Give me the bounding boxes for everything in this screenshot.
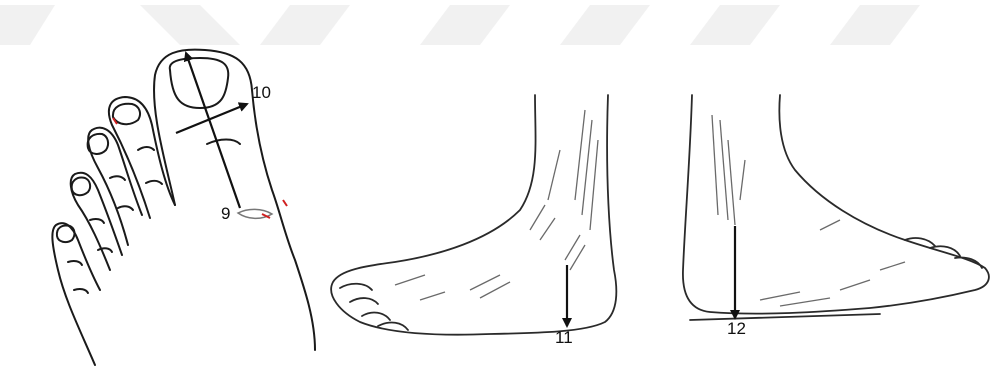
medial-foot-outline (683, 95, 989, 314)
marker-label-10: 10 (252, 84, 271, 101)
lateral-foot-outline (331, 95, 616, 335)
foot-medial-view (683, 95, 989, 320)
marker-label-11: 11 (555, 329, 573, 346)
watermark-stripes (0, 5, 920, 45)
third-toe-nail (88, 134, 108, 154)
little-toe-outline (52, 223, 100, 365)
medial-sketch-shading (712, 115, 905, 306)
big-toe-nail (170, 58, 229, 108)
fourth-toe-nail (72, 178, 90, 196)
marker-label-12: 12 (727, 320, 746, 337)
foot-lateral-view (331, 95, 616, 335)
big-toe-outline (154, 50, 315, 350)
accent-marks (113, 118, 287, 218)
second-toe-outline (109, 97, 175, 218)
little-toe-nail (57, 225, 75, 242)
measure-9-arrow (186, 53, 240, 208)
marker-label-9: 9 (221, 205, 230, 222)
fourth-toe-outline (71, 173, 122, 270)
second-toe-nail (113, 104, 140, 124)
toes-top-view (52, 50, 315, 365)
